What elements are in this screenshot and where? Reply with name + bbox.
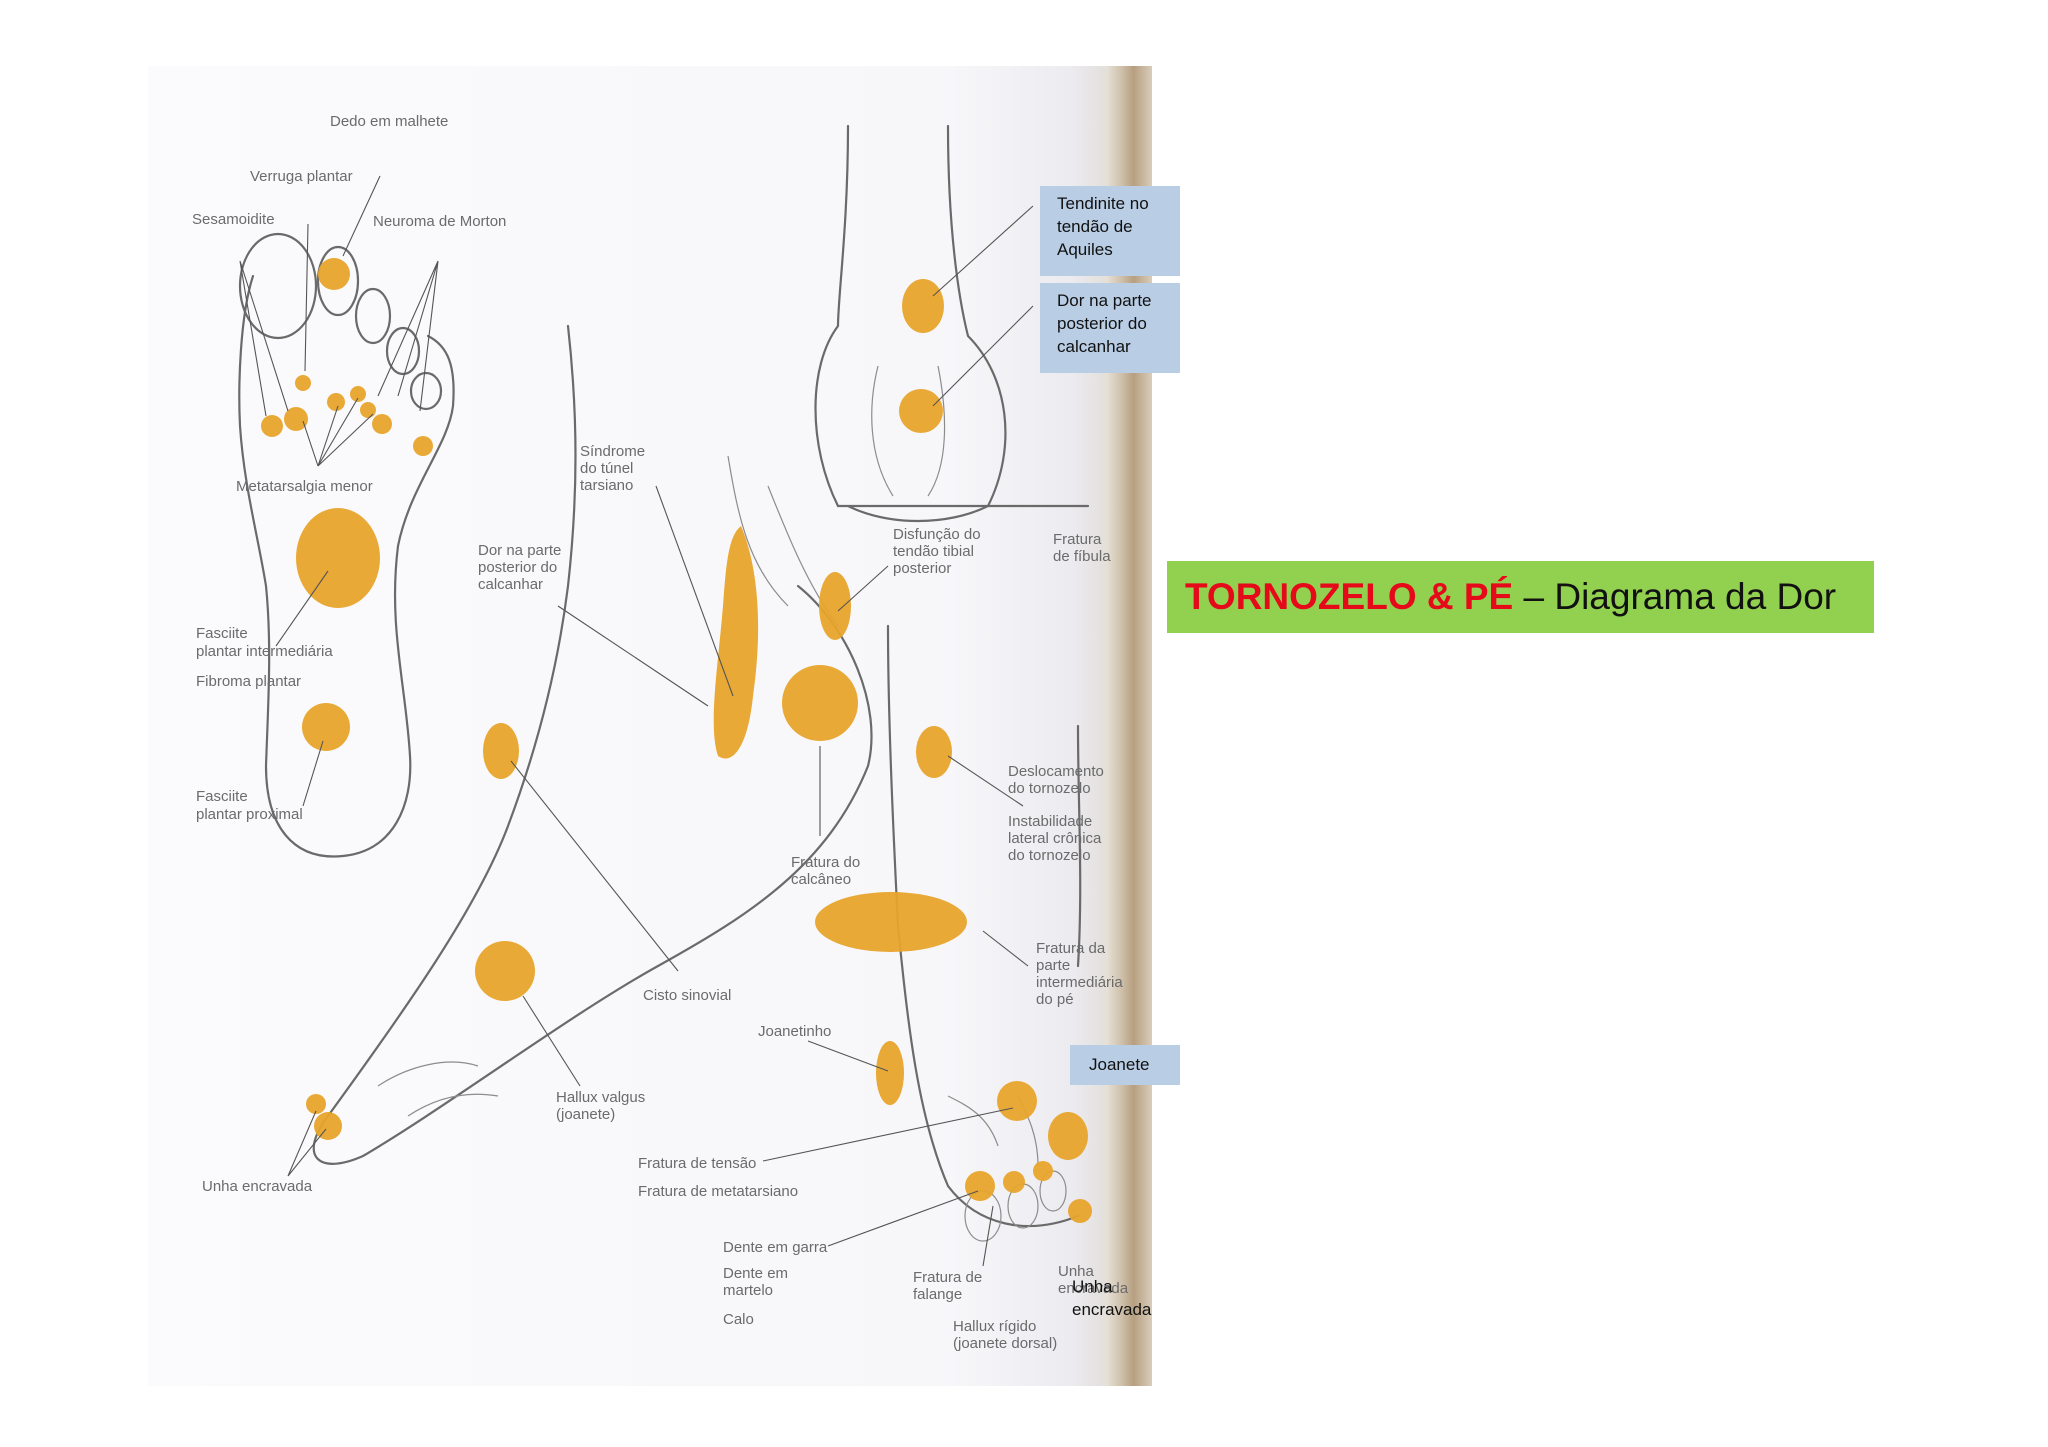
label-dor-posterior-2: posterior do [478,559,557,576]
pain-spot [1068,1199,1092,1223]
label-dor-posterior-3: calcanhar [478,576,543,593]
label-fratura-parte-3: intermediária [1036,974,1123,991]
label-fratura-calcaneo: Fratura do [791,854,860,871]
callout-posterior-heel-pain: Dor na parte posterior do calcanhar [1040,283,1180,373]
plantar-leaders [239,175,439,807]
pain-spot [902,279,944,333]
plantar-foot-drawing [238,232,455,858]
pain-spot [815,892,967,952]
dorsal-pain-spots [815,726,1092,1223]
pain-spot [965,1171,995,1201]
label-hallux-rigido-2: (joanete dorsal) [953,1335,1057,1352]
label-hallux-valgus-2: (joanete) [556,1106,615,1123]
label-instabilidade: Instabilidade [1008,813,1092,830]
foot-pain-diagram-scan: Dedo em malhete Verruga plantar Sesamoid… [148,66,1152,1386]
pain-spot [295,375,311,391]
label-dor-posterior: Dor na parte [478,542,561,559]
label-dedo-malhete: Dedo em malhete [330,113,448,130]
pain-spot [899,389,943,433]
pain-spot [413,436,433,456]
pain-spot [1033,1161,1053,1181]
label-sindrome-2: do túnel [580,460,633,477]
label-metatarsalgia: Metatarsalgia menor [236,478,373,495]
pain-spot [306,1094,326,1114]
pain-spot [296,508,380,608]
title-subtitle: – Diagrama da Dor [1513,576,1837,617]
pain-spot [819,572,851,640]
label-sindrome: Síndrome [580,443,645,460]
dorsal-leaders [762,755,1029,1267]
callout-ingrown-nail: Unha encravada [1072,1277,1152,1319]
label-joanetinho: Joanetinho [758,1023,831,1040]
label-fasceite-prox: Fasciite [196,788,248,805]
plantar-pain-spots [261,258,433,751]
pain-spot [997,1081,1037,1121]
pain-spot [483,723,519,779]
label-dente-martelo: Dente em [723,1265,788,1282]
callout-bunion: Joanete [1070,1045,1180,1085]
label-disfuncao: Disfunção do [893,526,981,543]
label-fratura-fibula-2: de fíbula [1053,548,1111,565]
medial-leaders [287,485,889,1177]
posterior-heel-drawing [814,124,1090,523]
label-verruga-plantar: Verruga plantar [250,168,353,185]
medial-pain-spots [306,526,858,1140]
label-fibroma: Fibroma plantar [196,673,301,690]
label-fasceite-inter: Fasciite [196,625,248,642]
pain-spot [360,402,376,418]
pain-spot [284,407,308,431]
label-neuroma-morton: Neuroma de Morton [373,213,506,230]
label-fratura-falange-2: falange [913,1286,962,1303]
label-unha-encravada: Unha encravada [202,1178,313,1195]
label-fratura-parte-2: parte [1036,957,1070,974]
label-deslocamento: Deslocamento [1008,763,1104,780]
label-unha-dorsal-2: encravada [1058,1280,1129,1297]
label-fratura-parte: Fratura da [1036,940,1106,957]
label-fasceite-inter-2: plantar intermediária [196,643,333,660]
label-calo: Calo [723,1311,754,1328]
pain-spot [1003,1171,1025,1193]
pain-spot [475,941,535,1001]
label-deslocamento-2: do tornozelo [1008,780,1091,797]
label-fratura-tensao: Fratura de tensão [638,1155,756,1172]
pain-spot [302,703,350,751]
pain-spot [327,393,345,411]
label-fasceite-prox-2: plantar proximal [196,806,303,823]
label-cisto-sinovial: Cisto sinovial [643,987,731,1004]
title-highlight: TORNOZELO & PÉ [1185,576,1514,617]
slide-title: TORNOZELO & PÉ – Diagrama da Dor [1167,561,1874,633]
pain-spot [350,386,366,402]
pain-spot [876,1041,904,1105]
callout-achilles-tendinitis: Tendinite no tendão de Aquiles [1040,186,1180,276]
label-hallux-rigido: Hallux rígido [953,1318,1036,1335]
pain-spot [372,414,392,434]
pain-spot [782,665,858,741]
label-hallux-valgus: Hallux valgus [556,1089,645,1106]
label-instabilidade-3: do tornozelo [1008,847,1091,864]
foot-diagram-illustration: Dedo em malhete Verruga plantar Sesamoid… [192,113,1129,1352]
label-fratura-falange: Fratura de [913,1269,982,1286]
pain-spot [916,726,952,778]
pain-spot [1048,1112,1088,1160]
label-instabilidade-2: lateral crônica [1008,830,1102,847]
label-fratura-metatarsiano: Fratura de metatarsiano [638,1183,798,1200]
pain-spot [314,1112,342,1140]
label-sindrome-3: tarsiano [580,477,633,494]
pain-spot [318,258,350,290]
label-disfuncao-2: tendão tibial [893,543,974,560]
label-fratura-parte-4: do pé [1036,991,1074,1008]
pain-spot [713,526,759,759]
label-disfuncao-3: posterior [893,560,951,577]
label-sesamoidite: Sesamoidite [192,211,275,228]
label-fratura-fibula: Fratura [1053,531,1102,548]
pain-spot [261,415,283,437]
label-dente-garra: Dente em garra [723,1239,828,1256]
posterior-leaders [932,205,1034,407]
label-unha-dorsal: Unha [1058,1263,1095,1280]
label-fratura-calcaneo-2: calcâneo [791,871,851,888]
posterior-pain-spots [899,279,944,433]
label-dente-martelo-2: martelo [723,1282,773,1299]
